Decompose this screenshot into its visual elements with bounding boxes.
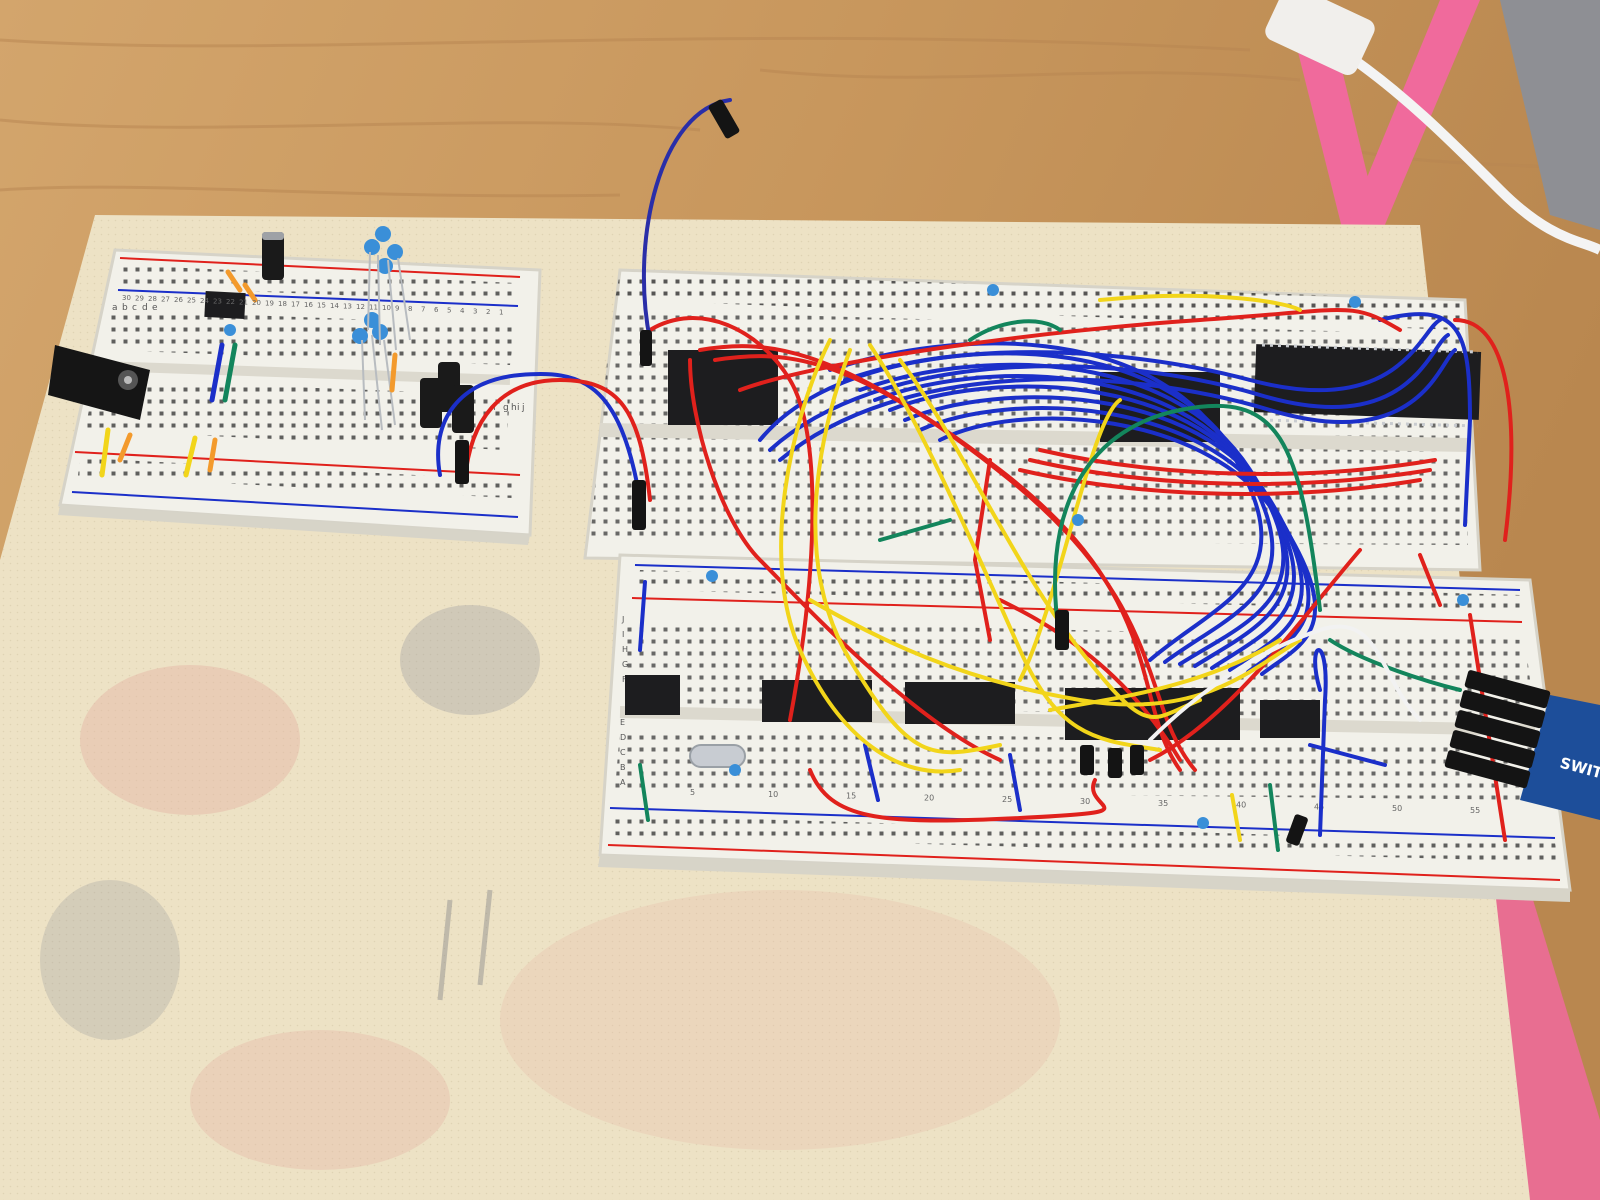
row-label: c (132, 303, 137, 313)
row-label: h (511, 403, 517, 413)
row-label: I (622, 630, 624, 639)
jumper-wires (100, 98, 1514, 852)
row-label: H (622, 645, 628, 654)
row-label: j (521, 403, 525, 413)
small-breadboard (58, 248, 542, 545)
column-number: 40 (1236, 801, 1246, 810)
column-number: 25 (187, 297, 196, 305)
column-number: 9 (395, 305, 399, 313)
column-number: 19 (265, 300, 274, 308)
row-label: b (122, 303, 128, 313)
wire-plugs (455, 99, 1308, 846)
column-number: 24 (200, 297, 209, 305)
column-number: 5 (447, 307, 451, 315)
column-number: 12 (356, 303, 365, 311)
laptop-corner (1500, 0, 1600, 230)
crystal-oscillator (689, 744, 746, 768)
right-row-labels: J I H G F E D C B A (620, 615, 628, 787)
column-number: 8 (408, 305, 412, 313)
electrolytic-capacitors (262, 232, 474, 433)
dip-ic-small-1 (625, 675, 680, 715)
right-ceramic-capacitors (706, 284, 1469, 829)
row-label: d (142, 303, 148, 313)
dip-ic-upper-left (668, 350, 778, 425)
row-label: i (517, 403, 520, 413)
column-number: 2 (486, 308, 490, 316)
column-number: 7 (421, 306, 425, 314)
column-number: 20 (252, 299, 261, 307)
column-number: 50 (1392, 804, 1402, 813)
wood-grain (0, 36, 1600, 198)
row-label: F (622, 675, 627, 684)
column-number: 15 (317, 302, 326, 310)
column-number: 20 (924, 793, 934, 802)
column-number: 4 (460, 307, 465, 315)
row-label: g (503, 403, 509, 413)
column-number: 35 (1158, 799, 1168, 808)
left-row-labels: a b c d e f g h i j (112, 303, 525, 413)
dc-power-jack (48, 345, 150, 420)
column-number: 29 (135, 295, 144, 303)
column-number: 5 (690, 788, 695, 797)
column-number: 28 (148, 295, 157, 303)
row-label: C (620, 748, 626, 757)
row-label: D (620, 733, 626, 742)
column-number: 1 (499, 309, 503, 317)
voltage-regulator-ic (204, 290, 246, 320)
capacitor-leads (361, 251, 411, 431)
usb-serial-module: SWIT (1444, 670, 1600, 820)
column-number: 55 (1470, 806, 1480, 815)
column-number: 23 (213, 298, 222, 306)
dip-ic-small-5 (1260, 700, 1320, 738)
column-number: 25 (1002, 795, 1012, 804)
row-label: J (621, 615, 624, 624)
row-label: e (152, 303, 158, 313)
usb-cable (1265, 0, 1600, 255)
row-label: f (493, 403, 497, 413)
column-number: 14 (330, 302, 339, 310)
row-label: E (620, 718, 625, 727)
column-number: 27 (161, 296, 170, 304)
column-number: 18 (278, 300, 287, 308)
column-number: 26 (174, 296, 183, 304)
column-number: 6 (434, 306, 439, 314)
column-number: 17 (291, 301, 300, 309)
row-label: B (620, 763, 626, 772)
column-number: 15 (846, 792, 856, 801)
column-number: 10 (768, 790, 778, 799)
column-number: 30 (122, 294, 131, 302)
column-number: 22 (226, 298, 235, 306)
column-number: 30 (1080, 797, 1090, 806)
column-number: 3 (473, 308, 477, 316)
column-number: 16 (304, 301, 313, 309)
column-number: 21 (239, 299, 248, 307)
column-number: 11 (369, 304, 378, 312)
column-number: 10 (382, 304, 391, 312)
row-label: A (620, 778, 626, 787)
integrated-circuits (625, 344, 1482, 740)
dip-ic-small-3 (905, 682, 1015, 724)
row-label: G (622, 660, 628, 669)
column-number: 13 (343, 303, 352, 311)
row-label: a (112, 303, 118, 313)
